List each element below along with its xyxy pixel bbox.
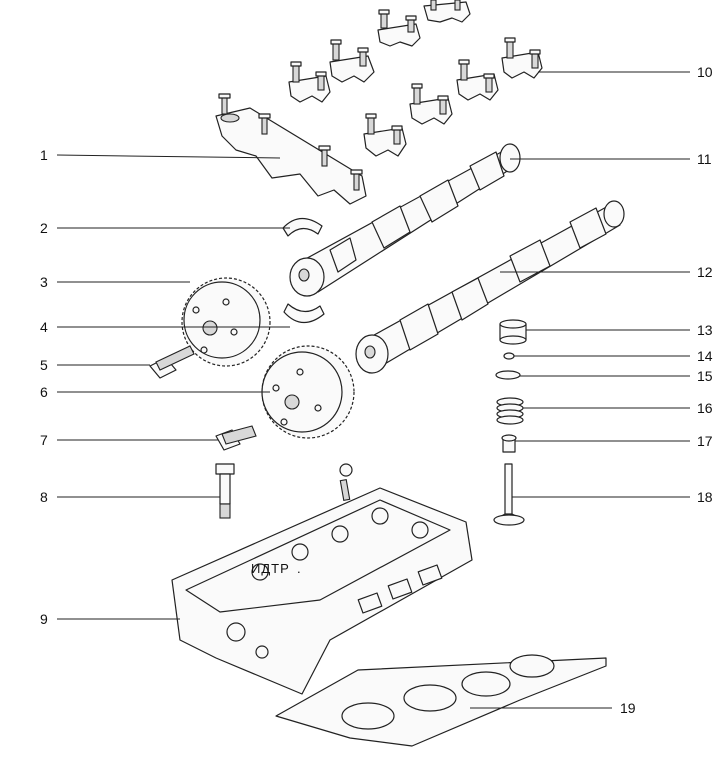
exhaust-camshaft xyxy=(355,200,625,374)
sprocket-bolt xyxy=(149,345,195,379)
front-bearing-cap xyxy=(215,93,367,205)
callout-9: 9 xyxy=(40,611,48,627)
intake-camshaft xyxy=(289,143,521,297)
callout-15: 15 xyxy=(697,368,713,384)
head-gasket xyxy=(275,654,607,747)
callout-4: 4 xyxy=(40,319,48,335)
callout-14: 14 xyxy=(697,348,713,364)
bearing-shell-lower xyxy=(283,303,325,324)
callout-5: 5 xyxy=(40,357,48,373)
callout-16: 16 xyxy=(697,400,713,416)
valve-keepers xyxy=(503,352,515,360)
exhaust-sprocket xyxy=(181,277,271,367)
callout-19: 19 xyxy=(620,700,636,716)
bearing-cap xyxy=(329,39,375,83)
callout-13: 13 xyxy=(697,322,713,338)
bearing-cap xyxy=(288,61,331,103)
callout-7: 7 xyxy=(40,432,48,448)
bearing-caps-group xyxy=(288,0,543,157)
callout-8: 8 xyxy=(40,489,48,505)
valve-spring xyxy=(496,397,524,425)
bearing-shell-upper xyxy=(282,217,323,237)
bearing-cap xyxy=(423,0,471,23)
callout-18: 18 xyxy=(697,489,713,505)
callout-12: 12 xyxy=(697,264,713,280)
valve-stem-seal xyxy=(501,434,517,453)
leader-1 xyxy=(56,154,281,159)
watermark-text: ИДТР xyxy=(251,561,290,576)
watermark-period: . xyxy=(297,561,301,576)
bearing-cap xyxy=(456,59,499,101)
bearing-cap xyxy=(409,83,453,125)
callout-17: 17 xyxy=(697,433,713,449)
valve-lifter xyxy=(499,319,527,345)
intake-sprocket xyxy=(261,345,355,439)
callout-1: 1 xyxy=(40,147,48,163)
sprocket-bolt-2 xyxy=(215,425,257,451)
callout-3: 3 xyxy=(40,274,48,290)
callout-2: 2 xyxy=(40,220,48,236)
bearing-cap xyxy=(377,9,421,47)
valve xyxy=(493,463,525,526)
cylinder-head xyxy=(171,463,473,695)
callout-10: 10 xyxy=(697,64,713,80)
head-bolt xyxy=(215,463,235,519)
spring-retainer xyxy=(495,370,521,380)
bearing-cap xyxy=(501,37,543,79)
callout-11: 11 xyxy=(697,151,712,167)
callout-6: 6 xyxy=(40,384,48,400)
bearing-cap xyxy=(363,113,407,157)
